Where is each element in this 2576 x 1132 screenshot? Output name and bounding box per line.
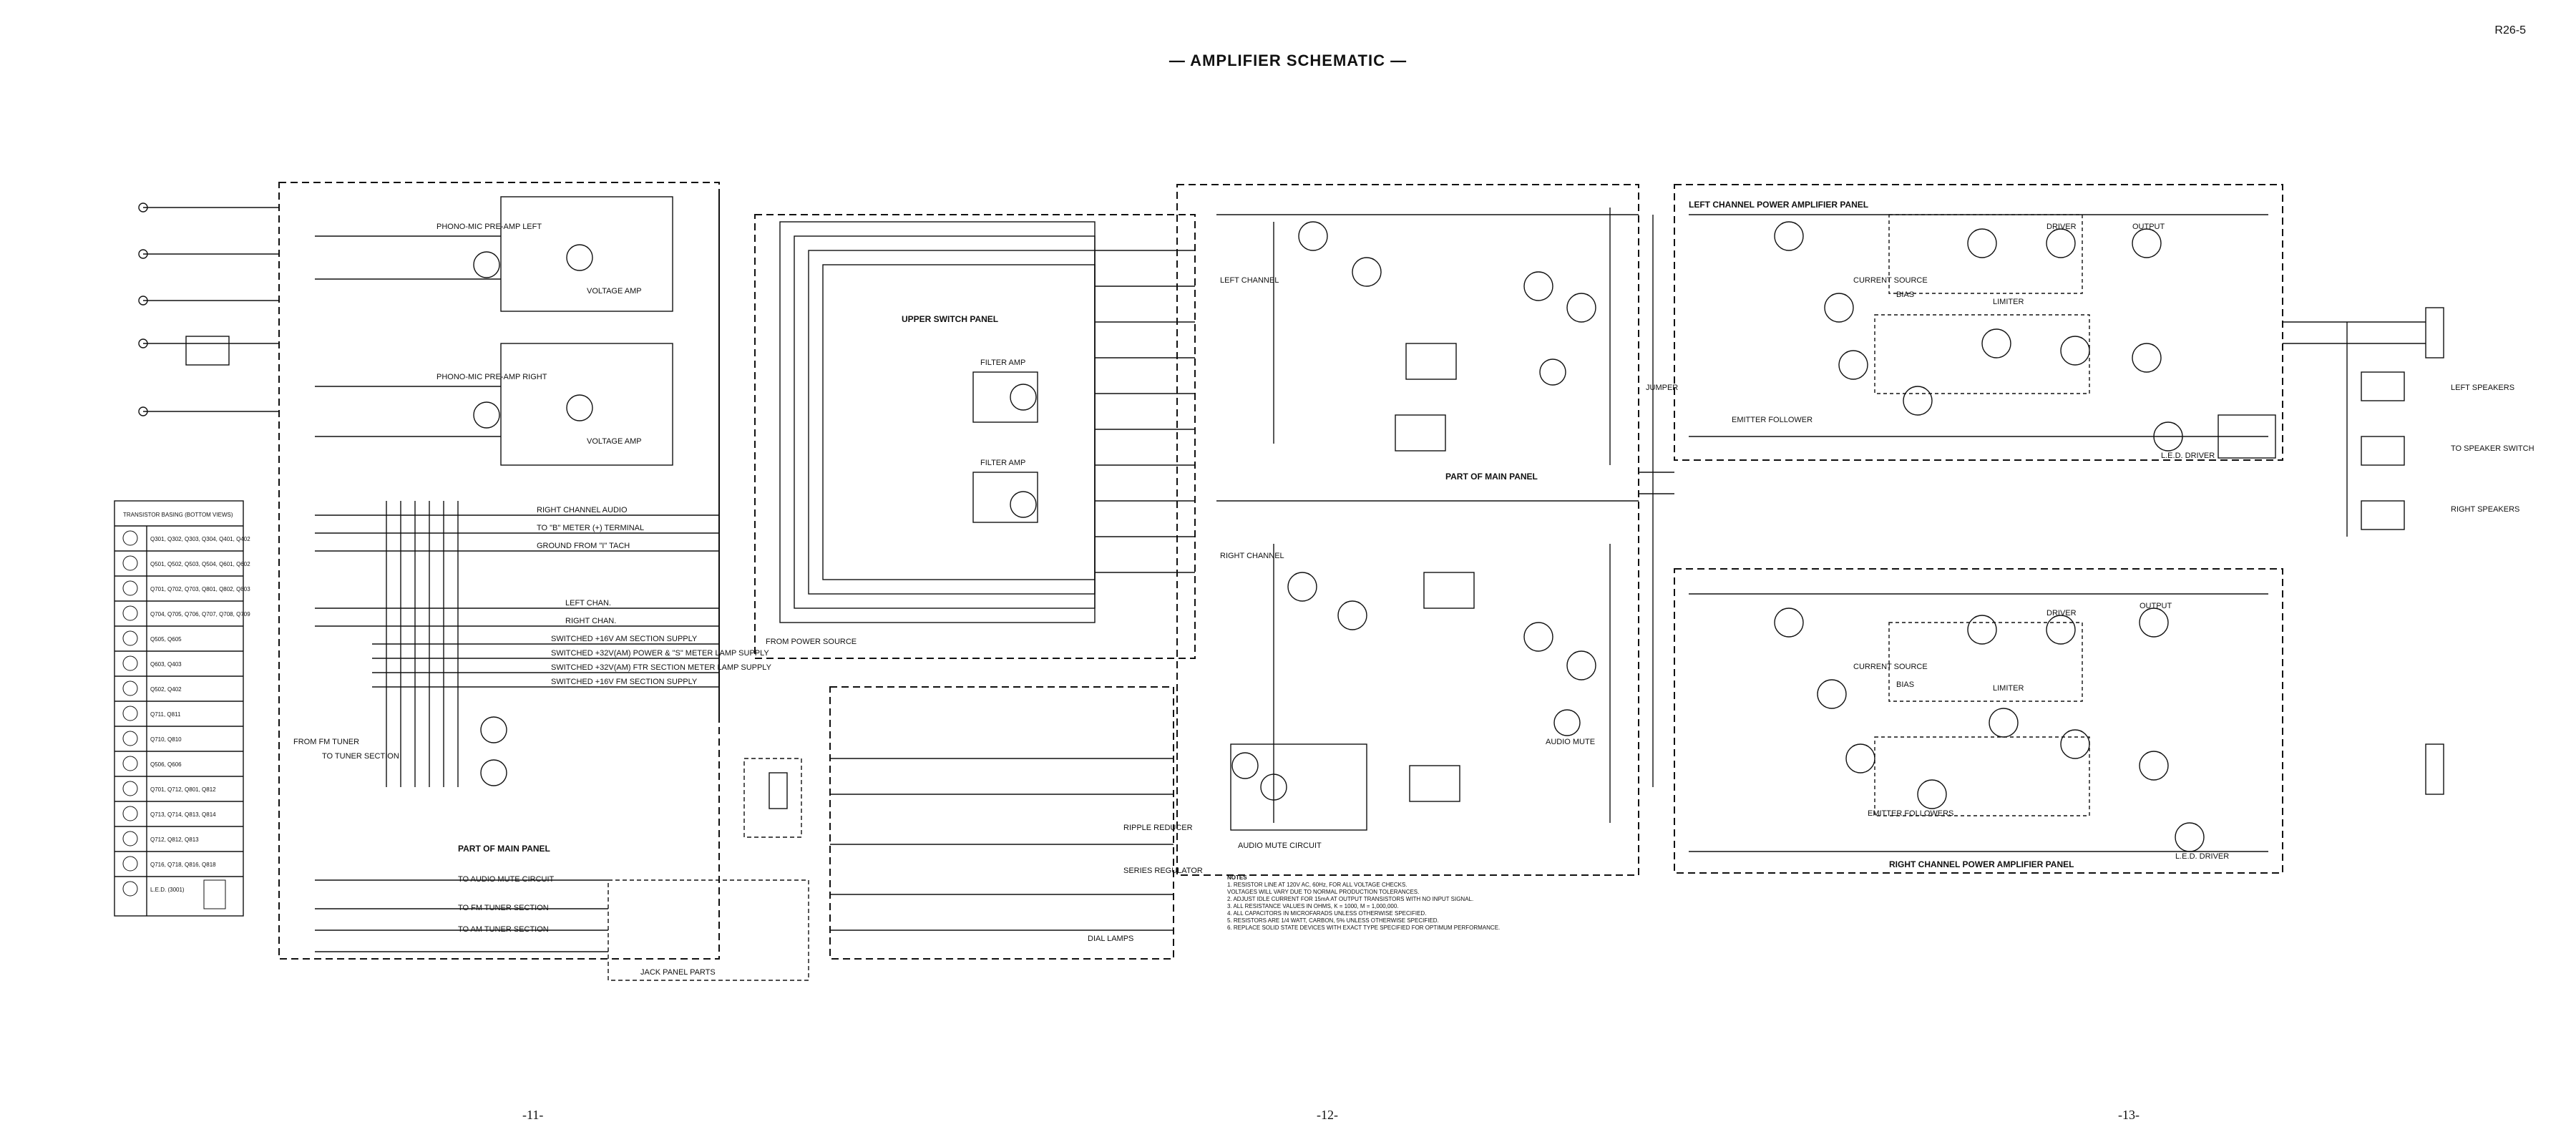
jumper-label: JUMPER [1646, 384, 1678, 392]
filter-amp-label-1: FILTER AMP [980, 358, 1025, 367]
current-source-right-label: CURRENT SOURCE [1853, 663, 1928, 671]
jack-panel-outline [608, 879, 809, 981]
transistor-row: Q301, Q302, Q303, Q304, Q401, Q402 [150, 536, 250, 542]
right-power-amp-outline [1674, 568, 2283, 874]
transistor-row: Q713, Q714, Q813, Q814 [150, 811, 216, 818]
phono-preamp-right-label: PHONO-MIC PRE-AMP RIGHT [436, 373, 547, 381]
voltage-amp-label-1: VOLTAGE AMP [587, 287, 642, 296]
transistor-row: Q501, Q502, Q503, Q504, Q601, Q602 [150, 561, 250, 567]
bus-label-7: SWITCHED +32V(AM) POWER & "S" METER LAMP… [551, 649, 769, 658]
bus-label-1: RIGHT CHANNEL AUDIO [537, 506, 628, 514]
bus-label-3: GROUND FROM "I" TACH [537, 542, 630, 550]
upper-switch-panel-label: UPPER SWITCH PANEL [902, 314, 998, 324]
led-driver-right-label: L.E.D. DRIVER [2175, 852, 2229, 861]
emitter-follower-left-label: EMITTER FOLLOWER [1732, 416, 1813, 424]
to-audio-mute-label: TO AUDIO MUTE CIRCUIT [458, 875, 555, 884]
right-speakers-label: RIGHT SPEAKERS [2451, 505, 2519, 514]
to-tuner-label: TO TUNER SECTION [322, 752, 399, 761]
transistor-row: Q701, Q702, Q703, Q801, Q802, Q803 [150, 586, 250, 592]
main-panel-label-bottom: PART OF MAIN PANEL [458, 844, 550, 854]
left-power-amp-label: LEFT CHANNEL POWER AMPLIFIER PANEL [1689, 200, 1868, 210]
phono-preamp-panel-outline [278, 182, 720, 960]
transistor-row: Q505, Q605 [150, 636, 182, 643]
to-fm-tuner-label: TO FM TUNER SECTION [458, 904, 549, 912]
transistor-row: Q710, Q810 [150, 736, 182, 743]
limiter-right-label: LIMITER [1993, 684, 2024, 693]
bus-label-2: TO "B" METER (+) TERMINAL [537, 524, 644, 532]
dial-lamps-label: DIAL LAMPS [1088, 935, 1133, 943]
left-channel-label: LEFT CHANNEL [1220, 276, 1279, 285]
from-fm-tuner-label: FROM FM TUNER [293, 738, 359, 746]
main-panel-outline [1176, 184, 1639, 876]
note-line: 3. ALL RESISTANCE VALUES IN OHMS, K = 10… [1227, 903, 1399, 909]
limiter-left-label: LIMITER [1993, 298, 2024, 306]
transistor-row: Q712, Q812, Q813 [150, 836, 199, 843]
transistor-row: Q502, Q402 [150, 686, 182, 693]
transistor-row: Q506, Q606 [150, 761, 182, 768]
output-right-label: OUTPUT [2140, 602, 2172, 610]
bus-label-4: LEFT CHAN. [565, 599, 611, 608]
audio-mute-ic-label: AUDIO MUTE [1546, 738, 1595, 746]
page-number-center: -12- [1317, 1108, 1338, 1122]
upper-switch-panel-outline [754, 214, 1196, 659]
voltage-amp-label-2: VOLTAGE AMP [587, 437, 642, 446]
led-driver-left-label: L.E.D. DRIVER [2161, 452, 2215, 460]
driver-right-label: DRIVER [2046, 609, 2077, 618]
notes-heading: NOTES [1227, 874, 1247, 881]
power-supply-panel-outline [829, 686, 1174, 960]
bus-label-9: SWITCHED +16V FM SECTION SUPPLY [551, 678, 698, 686]
to-speaker-switch-label: TO SPEAKER SWITCH [2451, 444, 2534, 453]
page-number-left: -11- [522, 1108, 544, 1122]
series-regulator-label: SERIES REGULATOR [1123, 867, 1203, 875]
main-panel-label-top: PART OF MAIN PANEL [1445, 472, 1538, 482]
transistor-basing-symbols [122, 530, 226, 909]
note-line: 6. REPLACE SOLID STATE DEVICES WITH EXAC… [1227, 924, 1501, 931]
bias-left-label: BIAS [1896, 291, 1914, 299]
note-line: 1. RESISTOR LINE AT 120V AC, 60Hz, FOR A… [1227, 882, 1407, 888]
transistor-row: Q711, Q811 [150, 711, 181, 718]
note-line: 4. ALL CAPACITORS IN MICROFARADS UNLESS … [1227, 910, 1427, 917]
output-left-label: OUTPUT [2132, 223, 2165, 231]
transistor-table-outline [114, 500, 244, 917]
current-source-left-label: CURRENT SOURCE [1853, 276, 1928, 285]
phono-preamp-left-label: PHONO-MIC PRE-AMP LEFT [436, 223, 542, 231]
bias-right-label: BIAS [1896, 680, 1914, 689]
transistor-row: Q701, Q712, Q801, Q812 [150, 786, 216, 793]
left-speakers-label: LEFT SPEAKERS [2451, 384, 2514, 392]
page-reference: R26-5 [2494, 24, 2526, 36]
ripple-reducer-label: RIPPLE REDUCER [1123, 824, 1193, 832]
jack-panel-label: JACK PANEL PARTS [640, 968, 716, 977]
note-line: 2. ADJUST IDLE CURRENT FOR 15mA AT OUTPU… [1227, 896, 1474, 902]
from-power-label: FROM POWER SOURCE [766, 638, 857, 646]
emitter-follower-right-label: EMITTER FOLLOWERS [1868, 809, 1953, 818]
bus-label-8: SWITCHED +32V(AM) FTR SECTION METER LAMP… [551, 663, 772, 672]
transistor-row: Q716, Q718, Q816, Q818 [150, 862, 216, 868]
right-power-amp-label: RIGHT CHANNEL POWER AMPLIFIER PANEL [1889, 859, 2074, 869]
transistor-row: L.E.D. (3001) [150, 887, 185, 893]
schematic-title: — AMPLIFIER SCHEMATIC — [1169, 52, 1407, 69]
bus-label-6: SWITCHED +16V AM SECTION SUPPLY [551, 635, 698, 643]
schematic-notes: NOTES 1. RESISTOR LINE AT 120V AC, 60Hz,… [1227, 874, 1571, 932]
audio-mute-circuit-label: AUDIO MUTE CIRCUIT [1238, 841, 1322, 850]
to-am-tuner-label: TO AM TUNER SECTION [458, 925, 549, 934]
bus-label-5: RIGHT CHAN. [565, 617, 616, 625]
transistor-table-heading: TRANSISTOR BASING (BOTTOM VIEWS) [123, 512, 233, 518]
page-number-right: -13- [2118, 1108, 2140, 1122]
right-channel-label: RIGHT CHANNEL [1220, 552, 1284, 560]
transistor-row: Q704, Q705, Q706, Q707, Q708, Q709 [150, 611, 250, 618]
note-line: VOLTAGES WILL VARY DUE TO NORMAL PRODUCT… [1227, 889, 1420, 895]
note-line: 5. RESISTORS ARE 1/4 WATT, CARBON, 5% UN… [1227, 917, 1439, 924]
filter-amp-label-2: FILTER AMP [980, 459, 1025, 467]
transistor-row: Q603, Q403 [150, 661, 182, 668]
driver-left-label: DRIVER [2046, 223, 2077, 231]
